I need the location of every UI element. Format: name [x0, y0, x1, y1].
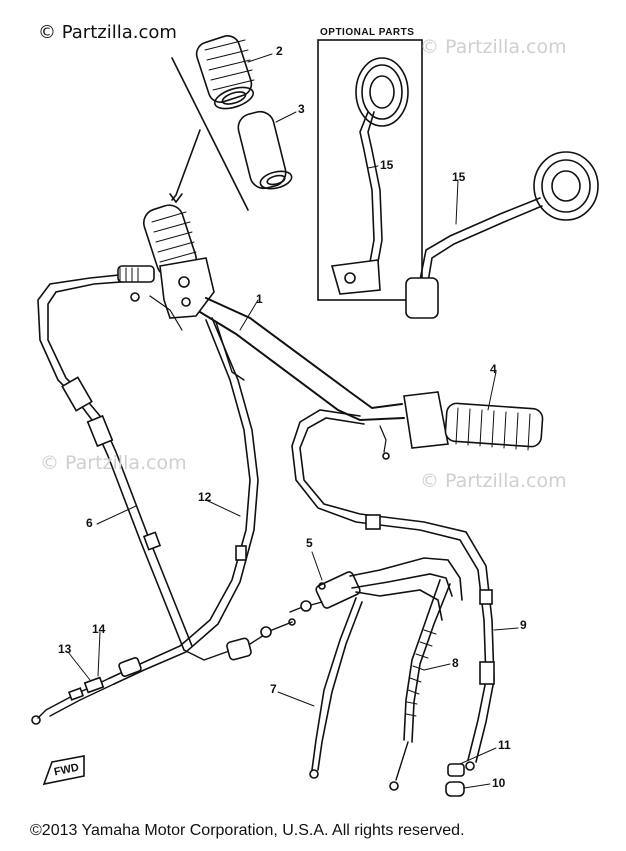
callout-7: 7 [270, 682, 277, 696]
mirror-right [405, 151, 599, 319]
optional-parts-box [317, 39, 423, 301]
leader-2 [247, 53, 273, 63]
callout-12: 12 [198, 490, 212, 504]
callout-15-optional: 15 [380, 158, 394, 172]
right-grip-4 [379, 391, 544, 460]
callout-3: 3 [298, 102, 305, 116]
callout-4: 4 [490, 362, 497, 376]
cable-8 [403, 579, 441, 741]
watermark-mid-right: © Partzilla.com [420, 470, 567, 492]
optional-parts-label: OPTIONAL PARTS [320, 27, 415, 38]
throttle-sleeve-3 [237, 110, 293, 190]
mirror-optional [330, 57, 409, 295]
adjuster-parts-10-11 [445, 763, 465, 797]
handlebar-1-top [205, 297, 403, 410]
callout-2: 2 [276, 44, 283, 58]
callout-11: 11 [498, 738, 511, 752]
callout-10: 10 [492, 776, 506, 790]
callout-14: 14 [92, 622, 106, 636]
callout-8: 8 [452, 656, 459, 670]
grip-explode-arrow [171, 129, 201, 201]
grip-arrow-head [169, 193, 183, 204]
fwd-arrow [42, 755, 85, 786]
watermark-top-right: © Partzilla.com [420, 36, 567, 58]
cable-12 [109, 319, 251, 679]
callout-9: 9 [520, 618, 527, 632]
copyright-notice: ©2013 Yamaha Motor Corporation, U.S.A. A… [30, 822, 465, 839]
cable-upper-left [37, 271, 149, 397]
cable-7 [311, 597, 357, 771]
callout-6: 6 [86, 516, 93, 530]
watermark-top-left: © Partzilla.com [38, 22, 177, 43]
grip-2 [195, 35, 255, 110]
callout-13: 13 [58, 642, 72, 656]
callout-15-right: 15 [452, 170, 466, 184]
splitter-5 [289, 557, 463, 613]
handlebar-1-bottom [199, 311, 405, 422]
callout-1: 1 [256, 292, 263, 306]
watermark-mid-left: © Partzilla.com [40, 452, 187, 474]
left-lever-housing [159, 257, 215, 319]
grip-explode-guide [171, 57, 249, 211]
callout-5: 5 [306, 536, 313, 550]
